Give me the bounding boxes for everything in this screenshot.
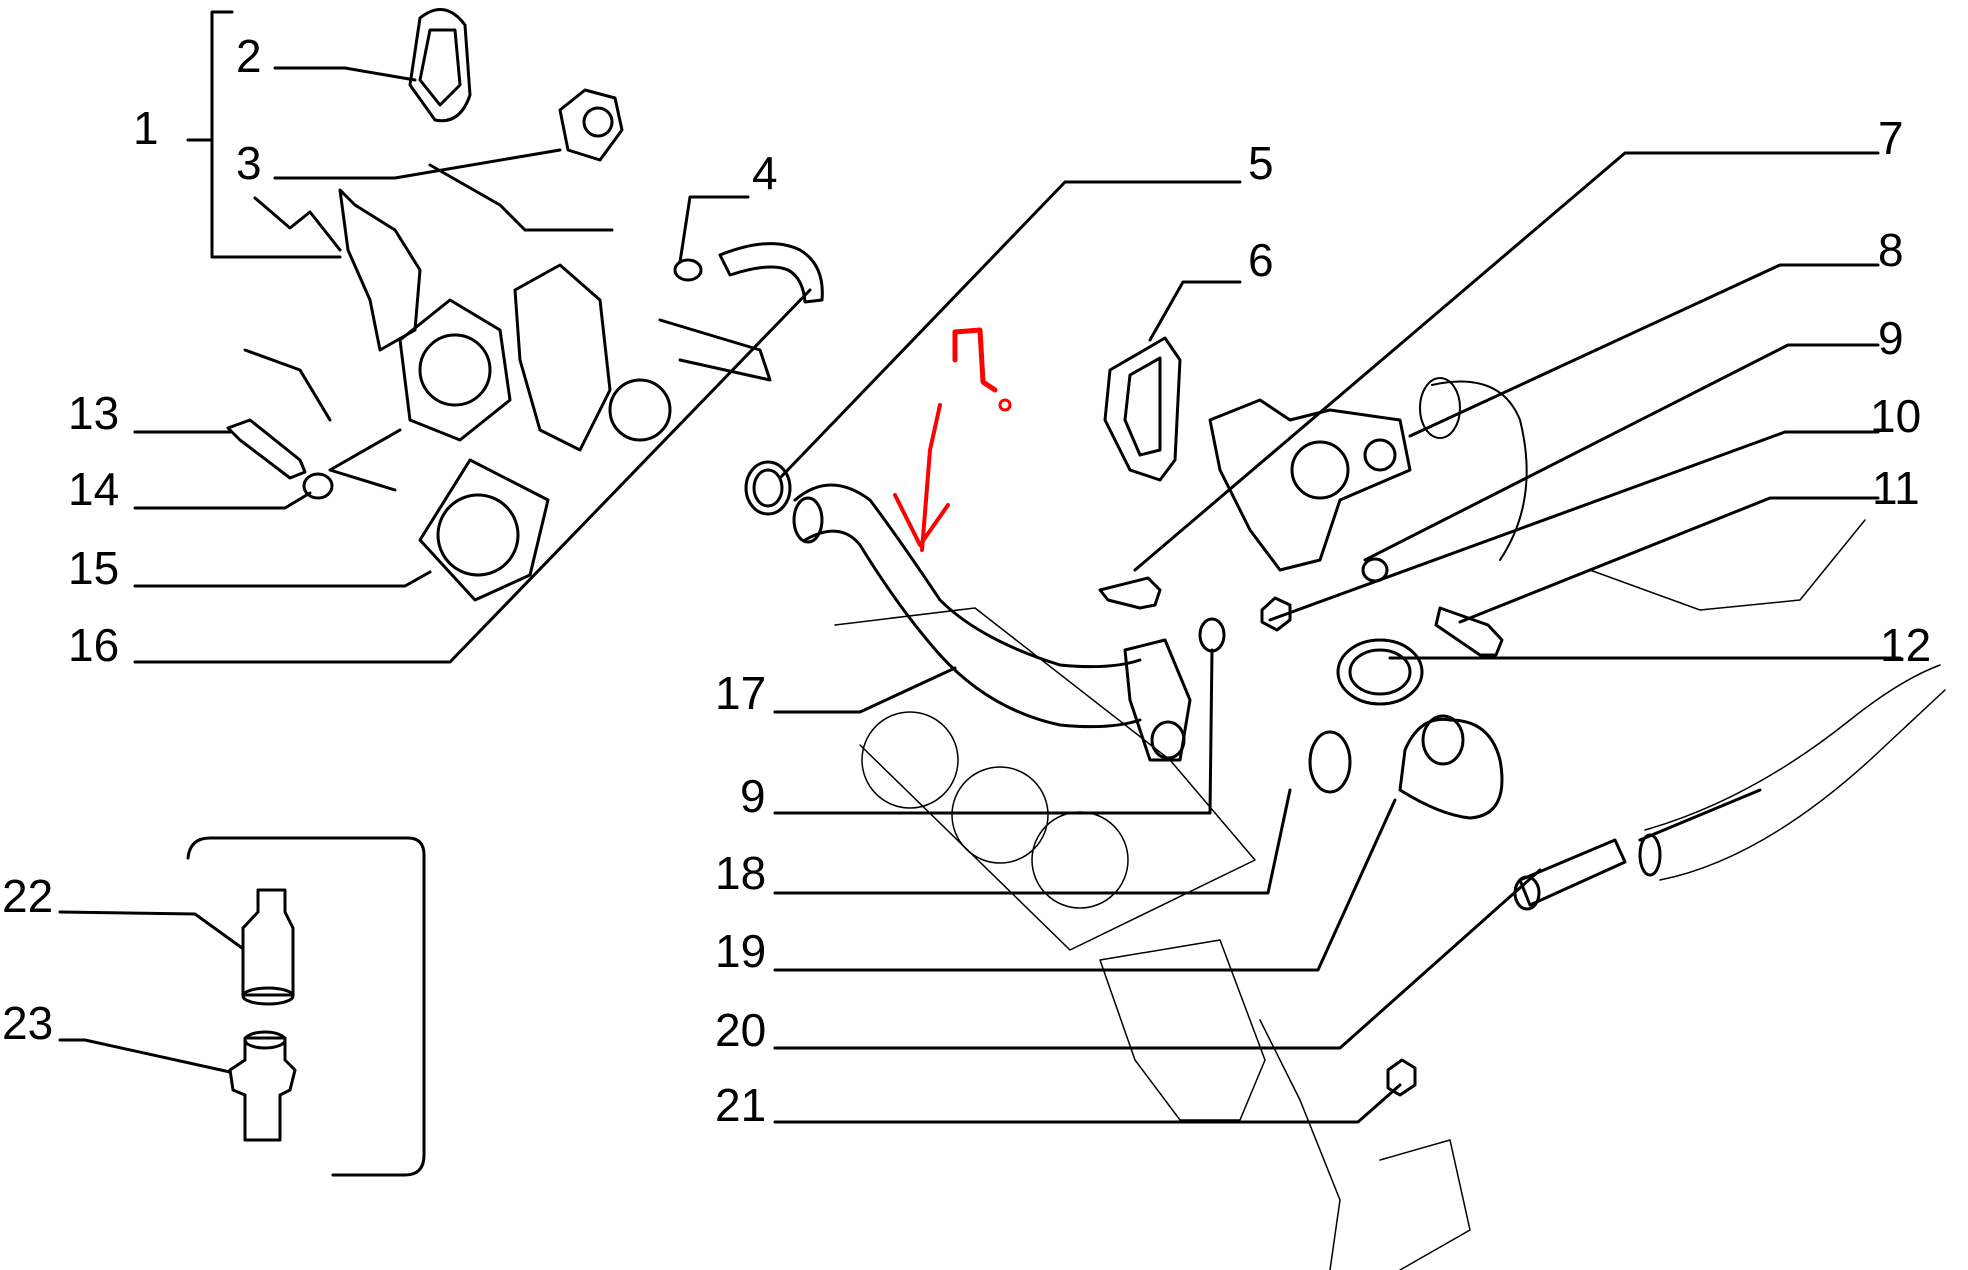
leader-11: [1458, 496, 1880, 624]
callout-19: 19: [715, 925, 767, 977]
part-4-clamp: [673, 258, 703, 282]
part-15-gasket: [418, 458, 550, 602]
callout-11: 11: [1872, 462, 1920, 514]
callout-7: 7: [1878, 112, 1904, 164]
leader-16: [133, 288, 812, 664]
part-19-boot: [1398, 714, 1504, 820]
part-17-pipe: [792, 483, 1226, 762]
part-18-clamp: [1308, 730, 1352, 794]
callout-23: 23: [2, 997, 54, 1049]
leader-18: [773, 788, 1292, 895]
part-5-oring: [744, 460, 792, 516]
callout-5: 5: [1248, 137, 1274, 189]
leader-5: [778, 180, 1242, 480]
part-14-washer: [302, 472, 334, 500]
callout-9-lower: 9: [740, 770, 766, 822]
group-bracket-1: [210, 10, 342, 259]
part-6-gasket: [1103, 336, 1182, 482]
part-8-hose: [1419, 377, 1528, 561]
callout-3: 3: [236, 137, 262, 189]
callout-14: 14: [68, 463, 120, 515]
part-7-bolt: [1098, 576, 1162, 610]
leader-3: [273, 148, 562, 180]
leader-4: [678, 195, 750, 264]
leader-6: [1148, 280, 1242, 342]
callout-22: 22: [2, 870, 54, 922]
callout-6: 6: [1248, 234, 1274, 286]
engine-block-outline: [834, 519, 1946, 1270]
group-bracket-22-23: [186, 836, 426, 1177]
callout-13: 13: [68, 387, 120, 439]
callout-12: 12: [1880, 619, 1932, 671]
callout-18: 18: [715, 847, 767, 899]
leader-2: [273, 66, 417, 82]
leader-22: [58, 910, 244, 950]
red-annotation: [893, 327, 1012, 552]
callout-15: 15: [68, 542, 120, 594]
leader-10: [1268, 430, 1880, 622]
part-22-filter: [241, 888, 295, 1006]
leader-14: [133, 491, 312, 510]
part-7-thermostat-housing: [1208, 398, 1412, 572]
part-12-clamp: [1336, 638, 1424, 706]
leader-19: [773, 798, 1397, 972]
leader-20: [773, 868, 1542, 1050]
callout-20: 20: [715, 1004, 767, 1056]
part-10-nut: [1260, 596, 1292, 632]
annotation-question-mark: [952, 327, 998, 393]
part-20-fitting: [1513, 788, 1762, 911]
leader-21: [773, 1083, 1402, 1124]
annotation-arrow-head: [893, 493, 950, 547]
part-21-plug: [1386, 1058, 1417, 1097]
leader-23: [58, 1038, 232, 1074]
leader-7: [1133, 151, 1880, 572]
callout-17: 17: [715, 667, 767, 719]
callout-9: 9: [1878, 312, 1904, 364]
annotation-question-dot: [998, 398, 1012, 412]
leader-9b: [773, 648, 1214, 815]
leader-9a: [1363, 343, 1880, 562]
callout-16: 16: [68, 619, 120, 671]
annotation-arrow-shaft: [920, 403, 942, 552]
callout-2: 2: [236, 30, 262, 82]
callout-21: 21: [715, 1079, 767, 1131]
part-1-pump-housing: [243, 163, 772, 492]
leader-8: [1408, 263, 1880, 438]
part-3-cap: [558, 88, 624, 162]
leader-17: [773, 666, 957, 714]
leader-15: [133, 570, 432, 588]
callout-1: 1: [133, 102, 159, 154]
callout-10: 10: [1870, 390, 1922, 442]
callout-8: 8: [1878, 224, 1904, 276]
part-9-washer: [1361, 557, 1389, 583]
callout-4: 4: [752, 147, 778, 199]
part-4-hose: [718, 242, 824, 304]
part-11-bolt: [1434, 606, 1504, 657]
part-13-bolt: [226, 418, 307, 480]
part-2-gasket: [408, 8, 472, 123]
part-23-fitting: [228, 1030, 297, 1142]
